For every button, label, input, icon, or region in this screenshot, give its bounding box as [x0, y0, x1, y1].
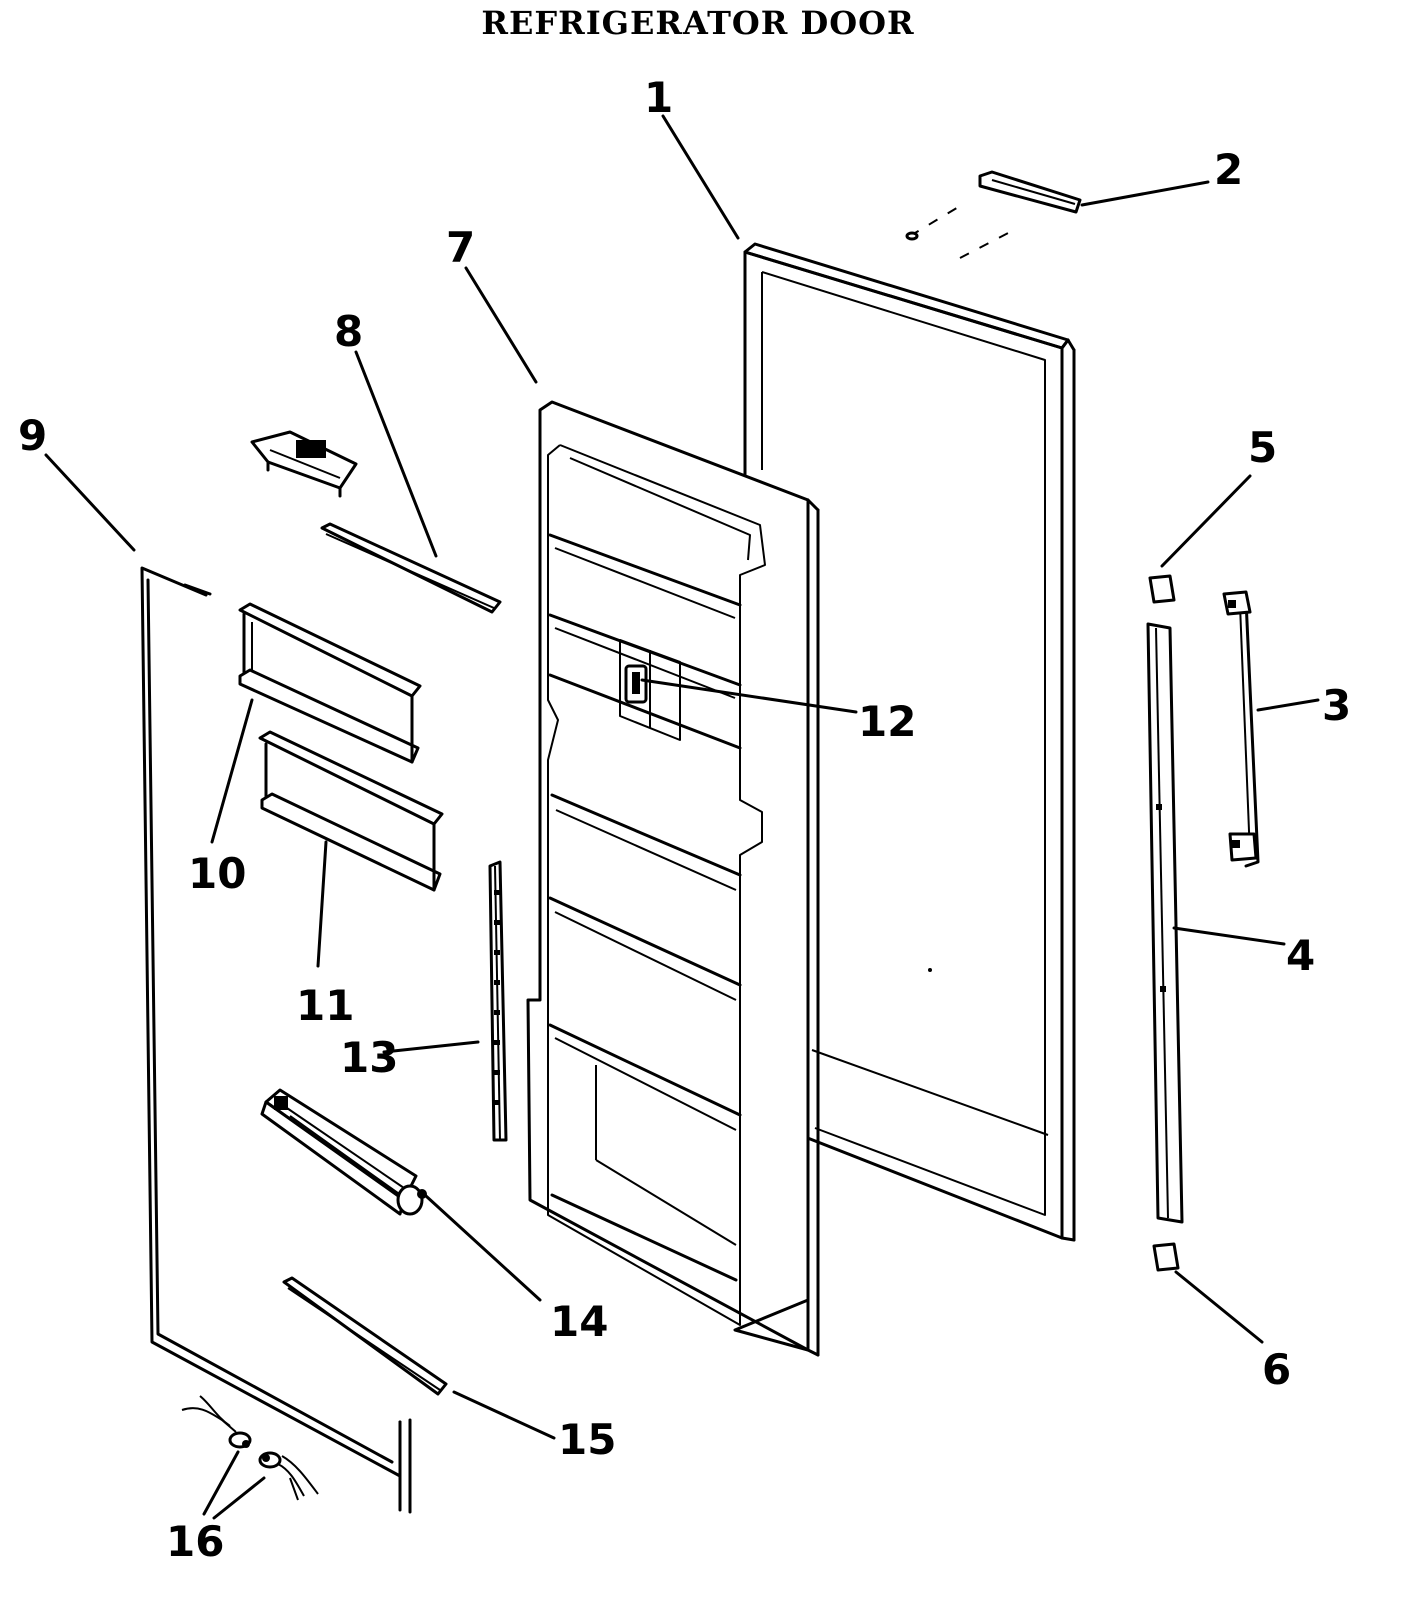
callout-9: 9 — [18, 411, 47, 460]
callout-12: 12 — [858, 697, 916, 746]
callout-15: 15 — [558, 1415, 616, 1464]
callout-4: 4 — [1286, 931, 1315, 980]
part-inner-door-liner — [526, 400, 820, 1357]
callout-10: 10 — [188, 849, 246, 898]
part-top-cap — [1148, 574, 1176, 604]
diagram-title: REFRIGERATOR DOOR — [481, 4, 915, 42]
part-trim-strip — [1146, 622, 1184, 1224]
part-shelf-support-strip — [488, 860, 508, 1142]
callout-8: 8 — [334, 307, 363, 356]
part-light-housing — [260, 1088, 427, 1216]
part-door-shelf-lower — [258, 730, 444, 892]
callout-3: 3 — [1322, 681, 1351, 730]
part-bottom-shelf-rail — [282, 1276, 448, 1396]
part-shelf-retainer-bar — [320, 522, 502, 614]
part-door-shelf-upper — [238, 602, 422, 764]
leader-lines — [44, 114, 1320, 1520]
part-wire-connectors — [181, 1395, 319, 1501]
callout-7: 7 — [446, 223, 475, 272]
callout-16: 16 — [166, 1517, 224, 1566]
callout-labels: 1 2 3 4 5 6 7 8 9 10 11 12 13 14 15 16 — [18, 73, 1351, 1566]
callout-1: 1 — [644, 73, 673, 122]
callout-2: 2 — [1214, 145, 1243, 194]
part-door-gasket — [140, 566, 412, 1514]
callout-14: 14 — [550, 1297, 608, 1346]
callout-5: 5 — [1248, 423, 1277, 472]
part-door-handle — [1222, 590, 1260, 868]
part-top-hinge — [905, 170, 1082, 259]
callout-13: 13 — [340, 1033, 398, 1082]
callout-11: 11 — [296, 981, 354, 1030]
part-dairy-bracket — [250, 430, 358, 498]
part-bottom-cap — [1152, 1242, 1180, 1272]
callout-6: 6 — [1262, 1345, 1291, 1394]
